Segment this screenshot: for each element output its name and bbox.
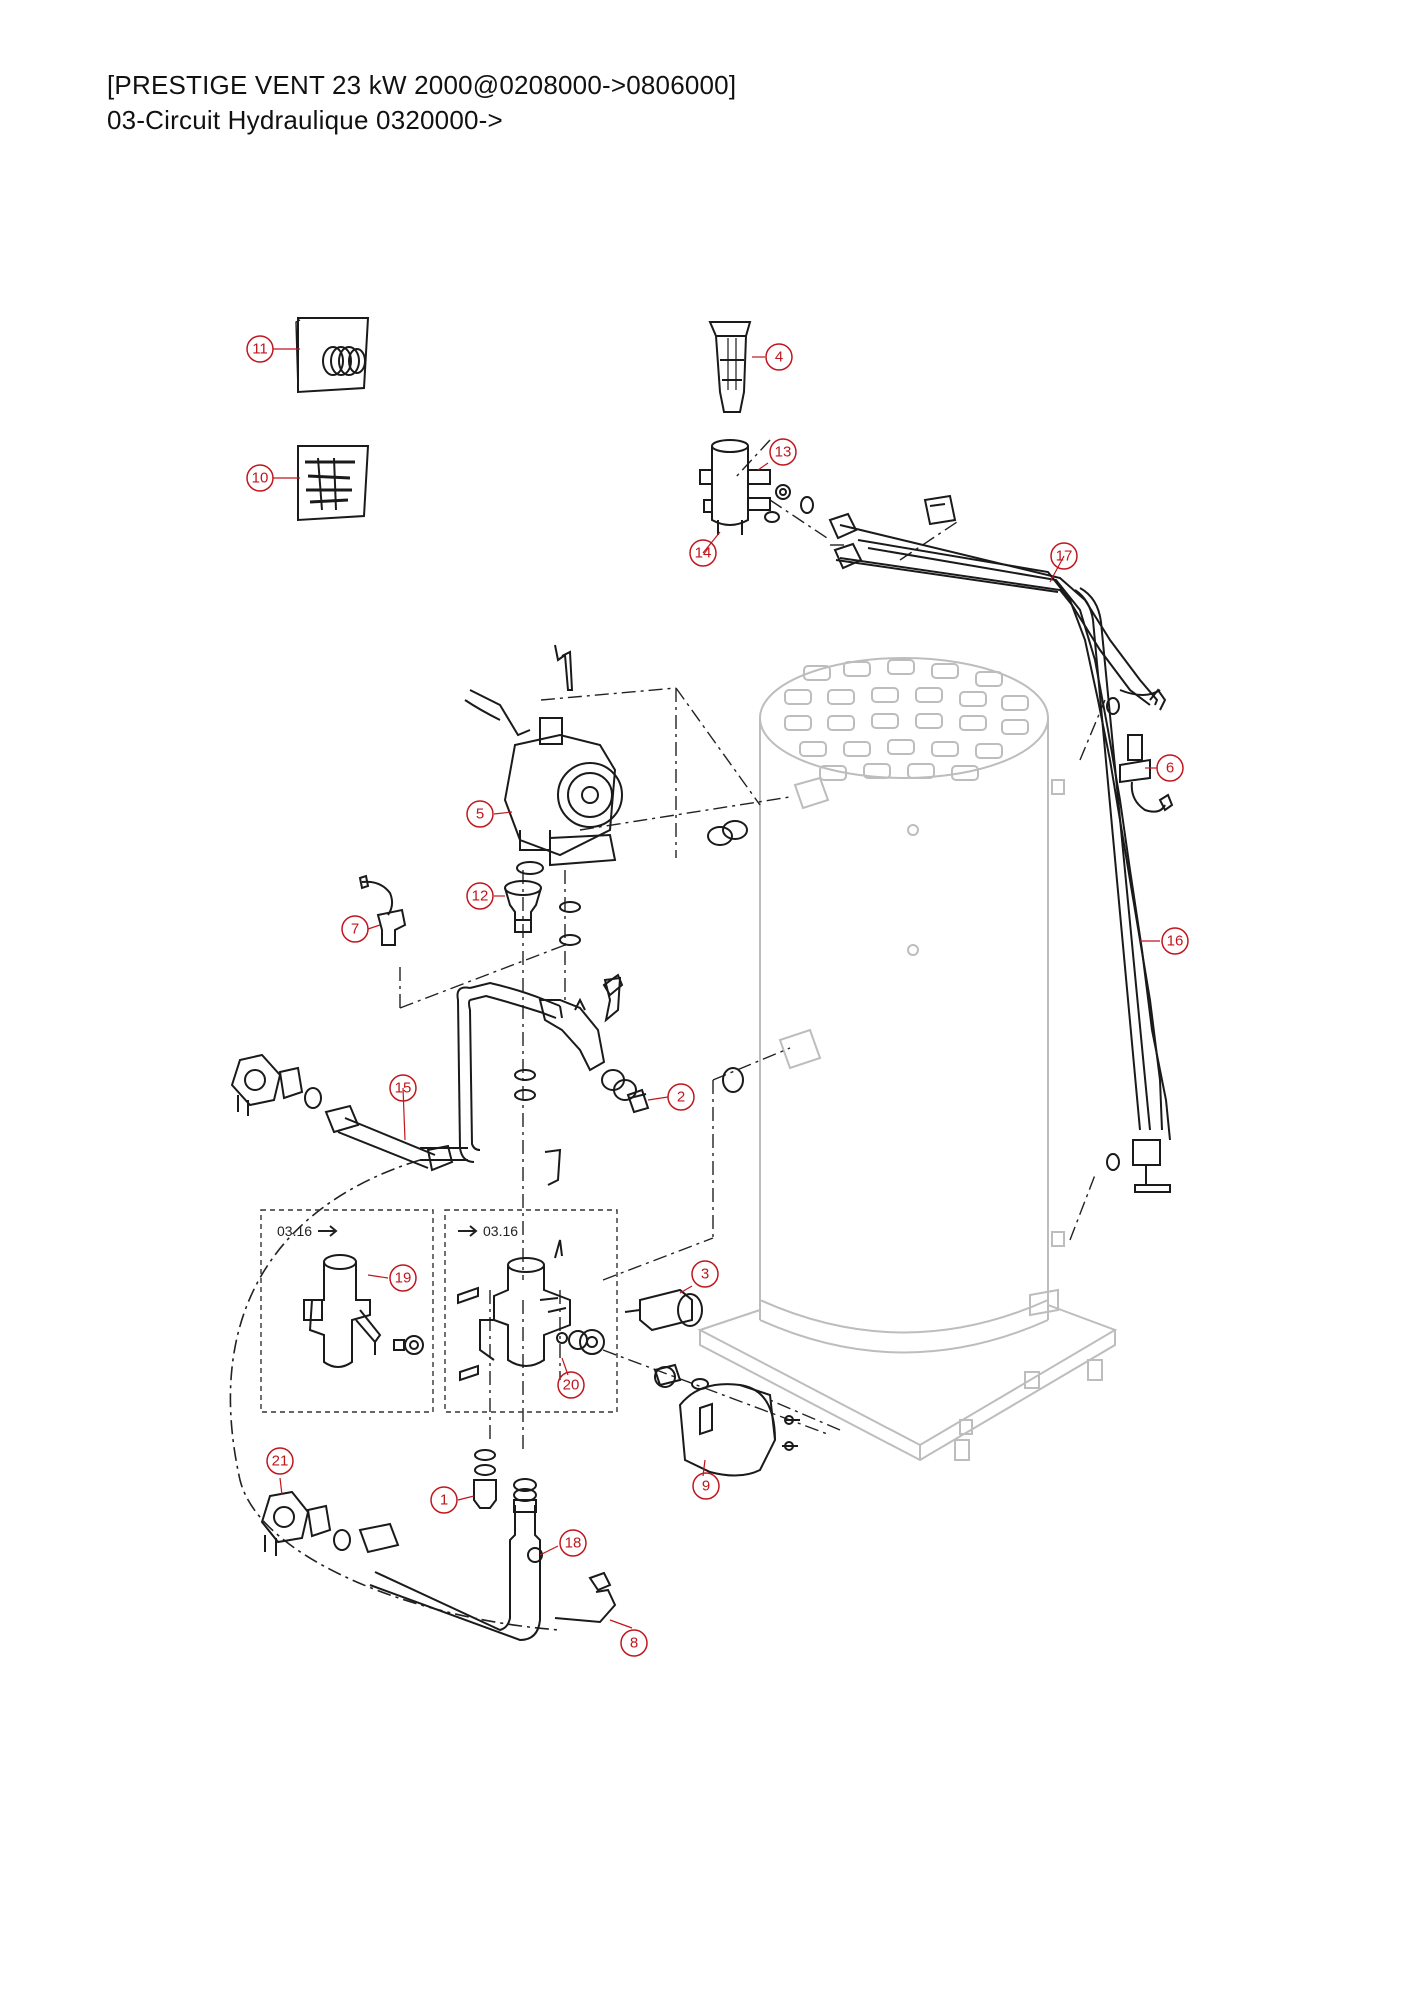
callout-16 — [1161, 927, 1189, 955]
actuator-motor — [653, 1363, 800, 1477]
callout-label-3: 3 — [701, 1266, 709, 1283]
callout-label-1: 1 — [440, 1492, 448, 1509]
clip-kit-bag — [297, 445, 370, 522]
connection-pipe-15 — [230, 1053, 454, 1172]
callout-label-15: 15 — [395, 1080, 412, 1097]
callout-label-9: 9 — [702, 1478, 710, 1495]
small-fitting-1 — [473, 1449, 497, 1509]
callout-12 — [466, 882, 494, 910]
assembly-guide-lines — [399, 439, 1106, 1450]
page-header: [PRESTIGE VENT 23 kW 2000@0208000->08060… — [107, 68, 736, 138]
callout-label-17: 17 — [1056, 548, 1073, 565]
callout-7 — [341, 915, 369, 943]
callout-6 — [1156, 754, 1184, 782]
callout-2 — [667, 1083, 695, 1111]
flexible-hose-path — [229, 1159, 561, 1631]
callout-11 — [246, 335, 274, 363]
upper-pipes — [828, 494, 1171, 1141]
callout-14 — [689, 539, 717, 567]
pressure-sensor — [624, 1288, 703, 1332]
valve-body — [699, 439, 771, 535]
callout-19 — [389, 1264, 417, 1292]
callout-label-11: 11 — [252, 341, 268, 358]
callout-label-2: 2 — [677, 1089, 685, 1106]
variant-box-left: 03.16 — [260, 1209, 434, 1413]
callout-label-5: 5 — [476, 806, 484, 823]
callout-label-16: 16 — [1167, 933, 1184, 950]
variant-note-left: 03.16 — [277, 1223, 312, 1239]
vertical-pipe — [1074, 587, 1171, 1193]
temperature-sensor — [1106, 697, 1174, 813]
pump-adaptor — [504, 880, 542, 933]
callout-label-21: 21 — [272, 1453, 289, 1470]
pipe-loop-lower — [358, 1478, 617, 1642]
tank-top-holes — [784, 659, 1029, 781]
callout-label-10: 10 — [252, 470, 269, 487]
pipe-loop-upper — [420, 973, 624, 1163]
callout-label-20: 20 — [563, 1377, 580, 1394]
callout-labels: 11 10 4 13 14 17 6 5 12 7 16 2 15 19 3 2… — [246, 335, 1189, 1657]
callout-label-19: 19 — [395, 1270, 412, 1287]
o-ring-kit-bag — [295, 317, 370, 394]
callout-17 — [1050, 542, 1078, 570]
page-subtitle: 03-Circuit Hydraulique 0320000-> — [107, 105, 503, 135]
callout-label-6: 6 — [1166, 760, 1174, 777]
connection-fitting-21 — [260, 1490, 351, 1556]
variant-note-right: 03.16 — [483, 1223, 518, 1239]
callout-21 — [266, 1447, 294, 1475]
callout-label-7: 7 — [351, 921, 359, 938]
sensor-clip — [358, 874, 407, 946]
callout-1 — [430, 1486, 458, 1514]
page-title: [PRESTIGE VENT 23 kW 2000@0208000->08060… — [107, 70, 737, 100]
callout-label-18: 18 — [565, 1535, 582, 1552]
valve-variant-19 — [303, 1254, 424, 1368]
callout-20 — [557, 1371, 585, 1399]
callout-label-14: 14 — [695, 545, 712, 562]
pump-orings — [514, 820, 748, 1101]
water-tank — [697, 657, 1118, 1462]
callout-15 — [389, 1074, 417, 1102]
hydraulic-block-20 — [457, 1148, 605, 1382]
top-valve-insert — [708, 321, 752, 413]
callout-3 — [691, 1260, 719, 1288]
callout-9 — [692, 1472, 720, 1500]
callout-10 — [246, 464, 274, 492]
callout-4 — [765, 343, 793, 371]
plug-and-seals — [601, 1069, 650, 1114]
callout-5 — [466, 800, 494, 828]
callout-13 — [769, 438, 797, 466]
callout-label-8: 8 — [630, 1635, 638, 1652]
circulation-pump — [464, 644, 623, 867]
callout-label-12: 12 — [472, 888, 489, 905]
variant-box-right: 03.16 — [444, 1209, 618, 1413]
callout-8 — [620, 1629, 648, 1657]
callout-label-4: 4 — [775, 349, 783, 366]
retaining-clip — [603, 976, 622, 1023]
callout-label-13: 13 — [775, 444, 792, 461]
callout-18 — [559, 1529, 587, 1557]
small-seals — [764, 484, 814, 523]
